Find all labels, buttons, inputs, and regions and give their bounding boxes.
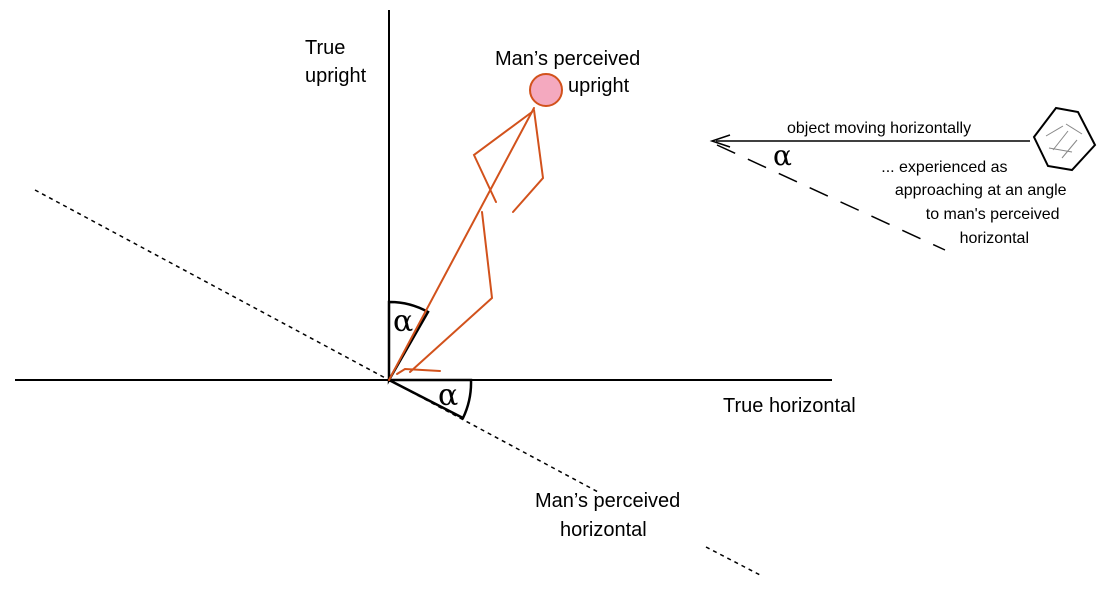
man-leg	[409, 211, 494, 373]
man-right-arm	[512, 109, 545, 213]
perceived-approach-line	[716, 144, 946, 251]
object-motion-arrowhead	[709, 134, 731, 148]
experienced-approach-label: ... experienced as approaching at an ang…	[881, 159, 1071, 247]
perceived-upright-label-line2: upright	[568, 75, 630, 97]
approach-angle-alpha: α	[773, 139, 792, 172]
true-upright-label: True upright	[305, 37, 367, 87]
horizontal-angle-wedge	[388, 378, 473, 420]
upright-angle-alpha: α	[393, 304, 413, 339]
man-foot	[396, 367, 441, 375]
upright-angle-wedge	[387, 300, 430, 385]
true-horizontal-label: True horizontal	[723, 395, 856, 417]
man-head	[529, 73, 563, 107]
perceived-horizontal-label: Man’s perceived horizontal	[535, 490, 686, 541]
perceived-horizontal-line-tail	[705, 546, 763, 577]
man-body-line	[388, 107, 535, 381]
man-left-arm	[472, 111, 533, 203]
rock-object-icon	[1032, 106, 1097, 172]
horizontal-angle-alpha: α	[438, 378, 458, 413]
object-moving-label: object moving horizontally	[787, 120, 971, 137]
perceived-horizontal-line-upper	[34, 189, 390, 381]
leaning-man-figure	[388, 107, 545, 381]
perceived-upright-label-line1: Man’s perceived	[495, 48, 640, 70]
